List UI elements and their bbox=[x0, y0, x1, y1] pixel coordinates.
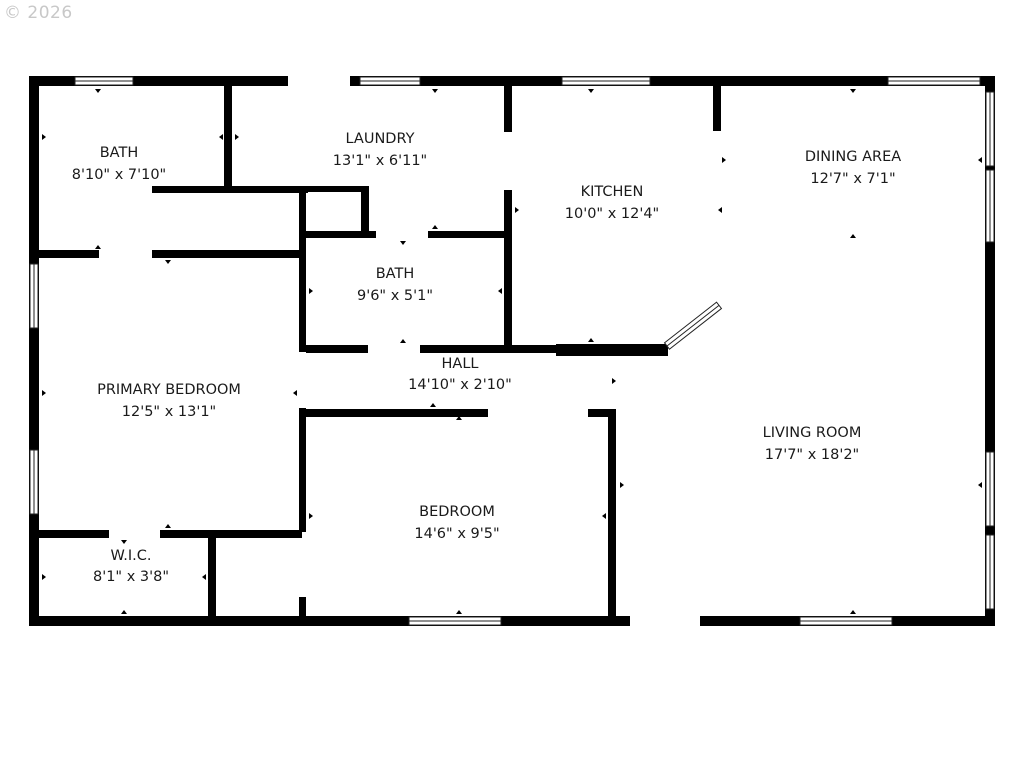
room-size: 14'6" x 9'5" bbox=[414, 526, 499, 542]
room-name: HALL bbox=[442, 356, 479, 372]
room-size: 9'6" x 5'1" bbox=[357, 288, 433, 304]
copyright-notice: © 2026 bbox=[4, 3, 73, 23]
room-kitchen: KITCHEN 10'0" x 12'4" bbox=[565, 184, 659, 222]
room-laundry: LAUNDRY 13'1" x 6'11" bbox=[333, 131, 427, 169]
windows bbox=[29, 76, 995, 626]
room-size: 17'7" x 18'2" bbox=[765, 447, 859, 463]
room-wic: W.I.C. 8'1" x 3'8" bbox=[93, 548, 169, 585]
room-name: LIVING ROOM bbox=[763, 425, 862, 441]
room-size: 8'1" x 3'8" bbox=[93, 569, 169, 585]
room-hall: HALL 14'10" x 2'10" bbox=[408, 356, 512, 393]
room-bedroom: BEDROOM 14'6" x 9'5" bbox=[414, 504, 499, 542]
room-size: 8'10" x 7'10" bbox=[72, 167, 166, 183]
exterior-openings bbox=[288, 76, 700, 626]
room-size: 14'10" x 2'10" bbox=[408, 377, 512, 393]
room-name: LAUNDRY bbox=[346, 131, 415, 147]
room-size: 10'0" x 12'4" bbox=[565, 206, 659, 222]
room-name: DINING AREA bbox=[805, 149, 901, 165]
room-size: 13'1" x 6'11" bbox=[333, 153, 427, 169]
room-name: W.I.C. bbox=[111, 548, 152, 564]
room-name: KITCHEN bbox=[581, 184, 644, 200]
room-bath-1: BATH 8'10" x 7'10" bbox=[72, 145, 166, 183]
dimension-marks bbox=[42, 89, 982, 614]
room-living-room: LIVING ROOM 17'7" x 18'2" bbox=[763, 425, 862, 463]
room-size: 12'5" x 13'1" bbox=[122, 404, 216, 420]
room-bath-2: BATH 9'6" x 5'1" bbox=[357, 266, 433, 304]
room-name: BATH bbox=[100, 145, 139, 161]
room-size: 12'7" x 7'1" bbox=[810, 171, 895, 187]
room-name: BATH bbox=[376, 266, 415, 282]
room-name: PRIMARY BEDROOM bbox=[97, 382, 241, 398]
room-primary-bedroom: PRIMARY BEDROOM 12'5" x 13'1" bbox=[97, 382, 241, 420]
room-dining-area: DINING AREA 12'7" x 7'1" bbox=[805, 149, 901, 187]
room-name: BEDROOM bbox=[419, 504, 495, 520]
interior-walls bbox=[39, 86, 721, 618]
exterior-walls bbox=[29, 76, 995, 626]
